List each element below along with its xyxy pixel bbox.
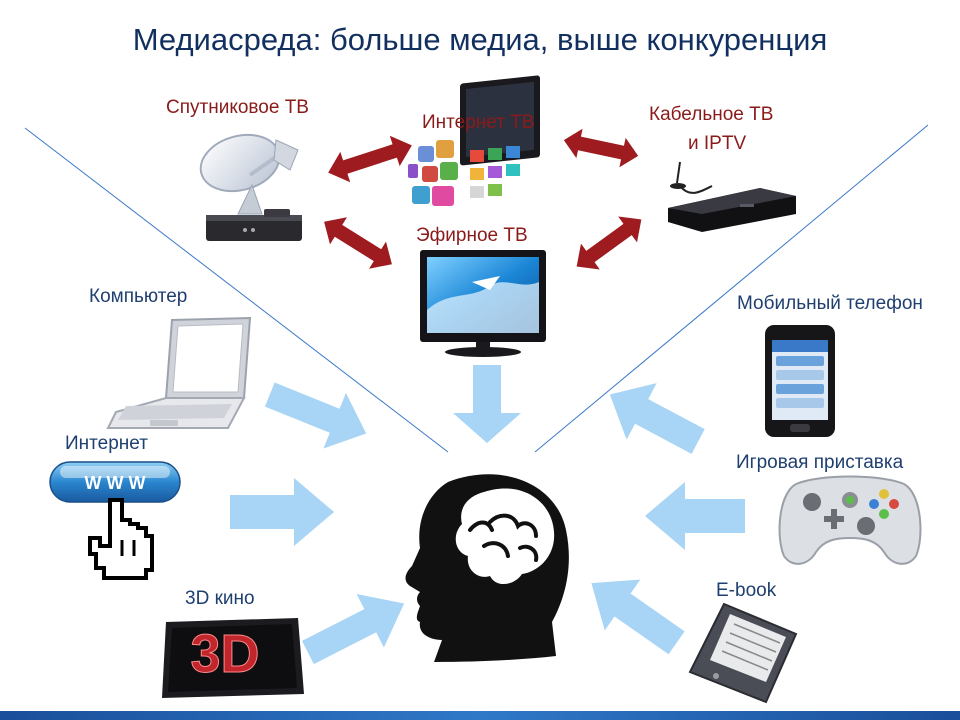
- cinema-3d-logo-text: 3D: [190, 624, 259, 684]
- label-computer: Компьютер: [89, 286, 188, 307]
- internet-tv-icon: [408, 75, 540, 206]
- label-cable-tv-line2: и IPTV: [688, 133, 747, 154]
- double-arrow-satellite-internet: [328, 135, 412, 183]
- label-internet-tv: Интернет ТВ: [422, 112, 535, 133]
- divider-line-right: [534, 124, 929, 453]
- input-arrow-computer: [264, 382, 367, 449]
- divider-line-left: [24, 127, 449, 453]
- laptop-icon: [106, 316, 252, 429]
- label-satellite-tv: Спутниковое ТВ: [166, 97, 309, 118]
- cinema-3d-icon: 3D: [162, 618, 304, 698]
- game-controller-icon: [778, 475, 922, 565]
- input-arrow-mobile: [609, 383, 705, 454]
- label-mobile-phone: Мобильный телефон: [737, 293, 923, 314]
- double-arrow-internet-cable: [563, 128, 639, 168]
- label-game-console: Игровая приставка: [736, 452, 904, 473]
- satellite-dish-icon: [199, 133, 302, 241]
- mobile-phone-icon: [765, 325, 835, 437]
- input-arrow-ebook: [591, 579, 685, 655]
- hand-cursor-icon: [88, 498, 154, 580]
- double-arrow-broadcast-cable: [576, 216, 642, 270]
- label-cable-tv-line1: Кабельное ТВ: [649, 104, 774, 125]
- double-arrow-satellite-broadcast: [324, 217, 392, 269]
- bottom-bar: [0, 711, 960, 720]
- input-arrow-3d-cinema: [301, 594, 405, 665]
- input-arrow-game-console: [645, 482, 745, 550]
- label-3d-cinema: 3D кино: [185, 588, 255, 609]
- www-text: W W W: [85, 473, 146, 493]
- label-ebook: E-book: [716, 580, 777, 601]
- label-broadcast-tv: Эфирное ТВ: [416, 225, 528, 246]
- slide-title: Медиасреда: больше медиа, выше конкуренц…: [132, 22, 828, 57]
- ebook-reader-icon: [688, 602, 798, 704]
- input-arrow-broadcast: [453, 365, 521, 443]
- cable-tv-box-icon: [668, 161, 796, 232]
- head-brain-icon: [405, 474, 569, 662]
- broadcast-tv-icon: [420, 250, 546, 357]
- label-internet: Интернет: [65, 433, 148, 454]
- input-arrow-internet: [230, 478, 334, 546]
